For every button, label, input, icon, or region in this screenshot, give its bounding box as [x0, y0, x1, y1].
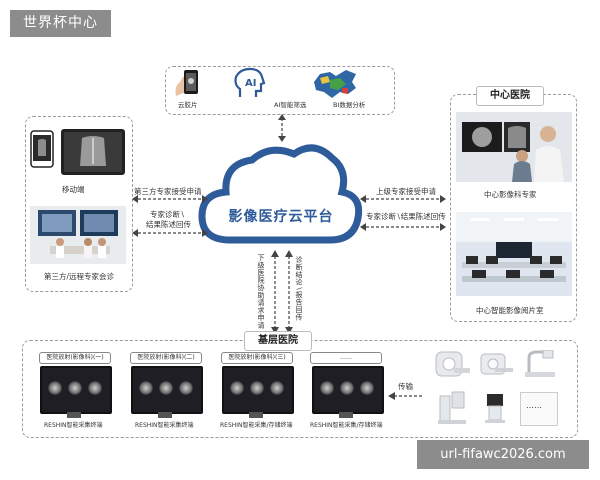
- ai-head-icon: AI: [234, 67, 266, 97]
- mobile-label: 移动端: [62, 185, 85, 194]
- more-devices-dots: ……: [526, 401, 542, 410]
- ultrasound-icon: [485, 394, 505, 423]
- cloud-platform-shape: [198, 144, 363, 244]
- reading-room-label: 中心智能影像阅片室: [476, 306, 544, 315]
- arrow-left-top: [132, 195, 208, 203]
- transfer-label: 传输: [398, 382, 413, 391]
- ai-logo-text: AI: [245, 78, 256, 89]
- dept-tag-1: 医院放射(影像科)(一): [39, 352, 111, 364]
- more-devices-box: [520, 392, 558, 426]
- left-arrow-top-label: 第三方专家接受申请: [134, 187, 202, 196]
- left-arrow-bottom-label-1: 专家诊断∖: [150, 210, 185, 219]
- primary-hospital-title: 基层医院: [244, 331, 312, 351]
- dept-tag-2: 医院放射(影像科)(二): [130, 352, 202, 364]
- watermark-top: 世界杯中心: [10, 10, 111, 37]
- terminal-stand-1: [67, 412, 81, 418]
- dept-tag-3: 医院放射(影像科)(三): [221, 352, 293, 364]
- remote-consult-photo: [30, 206, 126, 264]
- terminal-stand-2: [158, 412, 172, 418]
- ct-scanner-icon: [435, 351, 470, 377]
- ai-filter-label: AI智能筛选: [274, 101, 307, 109]
- central-expert-label: 中心影像科专家: [484, 190, 537, 199]
- terminal-monitor-4: [312, 366, 384, 414]
- arrow-left-bottom: [132, 229, 208, 237]
- watermark-bottom: url-fifawc2026.com: [417, 440, 589, 469]
- phone-hand-icon: [175, 70, 198, 96]
- device-label-3: RESHIN智能采集/存储终端: [220, 422, 293, 429]
- central-hospital-title: 中心医院: [476, 86, 544, 106]
- device-label-2: RESHIN智能采集终端: [135, 422, 194, 429]
- cloud-platform-title: 影像医疗云平台: [228, 209, 334, 225]
- tablet-device-icon: [61, 129, 125, 175]
- mobile-device-icon: [30, 130, 54, 168]
- right-arrow-top-label: 上级专家接受申请: [376, 187, 436, 196]
- terminal-monitor-1: [40, 366, 112, 414]
- arrow-right-top: [360, 195, 446, 203]
- dept-tag-4: ……: [310, 352, 382, 364]
- top-panel: [165, 66, 395, 115]
- arrow-right-bottom: [360, 223, 446, 231]
- left-arrow-bottom-label-2: 结果陈述回传: [146, 220, 191, 229]
- bottom-left-arrow-label: 下级医院协助请求申请: [257, 254, 265, 329]
- reading-room-photo: [456, 212, 572, 296]
- central-expert-photo: [456, 112, 572, 182]
- arrow-bottom-right: [285, 250, 293, 334]
- right-arrow-bottom-label: 专家诊断∖结果陈述回传: [366, 212, 446, 221]
- terminal-stand-4: [339, 412, 353, 418]
- dr-device-icon: [438, 391, 466, 424]
- device-label-4: RESHIN智能采集/存储终端: [310, 422, 383, 429]
- mri-scanner-icon: [480, 353, 513, 375]
- arrow-top-cloud: [278, 114, 286, 142]
- transfer-arrow: [388, 392, 422, 400]
- cloud-film-label: 云胶片: [178, 101, 198, 109]
- terminal-stand-3: [249, 412, 263, 418]
- remote-consult-label: 第三方/远程专家会诊: [44, 272, 115, 281]
- china-map-icon: [314, 70, 356, 98]
- terminal-monitor-2: [131, 366, 203, 414]
- bottom-right-arrow-label: 诊断结论∖报告回传: [295, 256, 303, 321]
- arrow-bottom-left: [271, 250, 279, 334]
- xray-arm-icon: [525, 350, 555, 377]
- device-label-1: RESHIN智能采集终端: [44, 422, 103, 429]
- bi-analysis-label: BI数据分析: [333, 101, 366, 109]
- terminal-monitor-3: [222, 366, 294, 414]
